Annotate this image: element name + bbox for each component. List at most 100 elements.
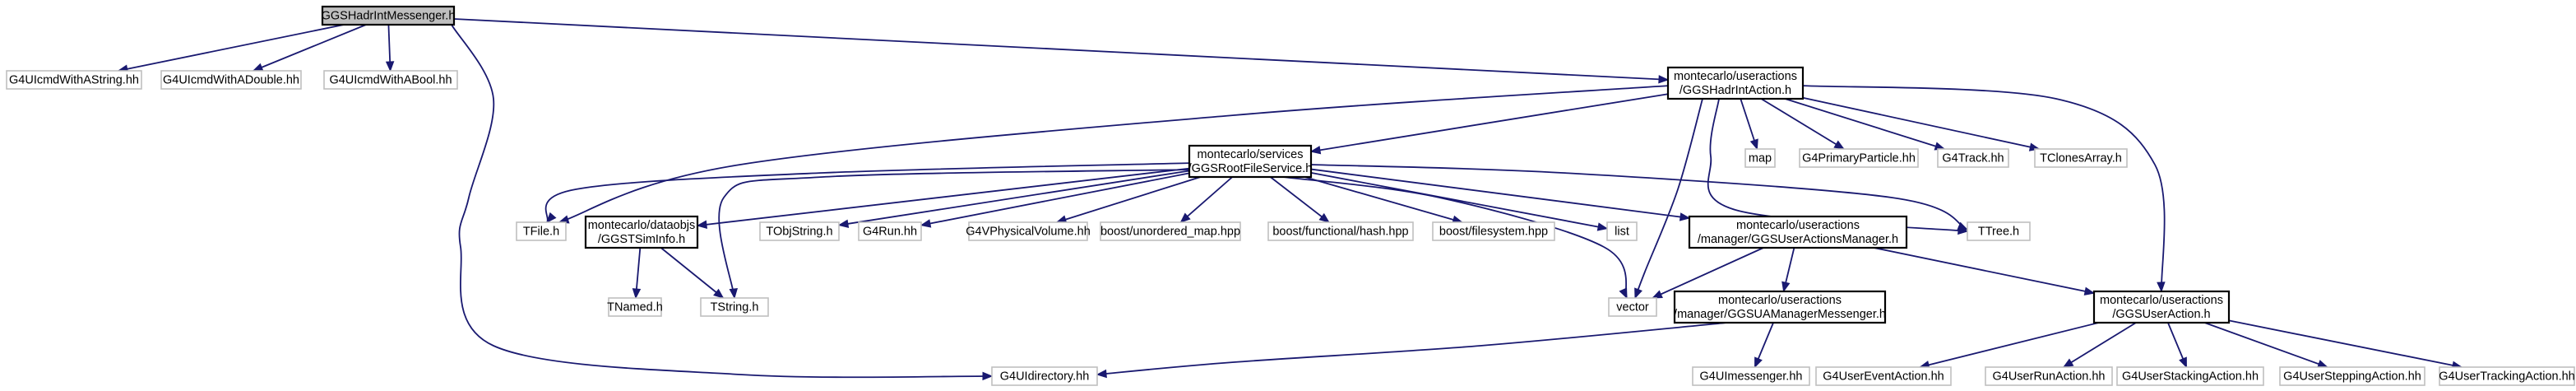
- node-map: map: [1744, 148, 1776, 168]
- edge-hadrintaction-to-rootfileservice-arrowhead: [1309, 146, 1322, 155]
- edge-uamanagermessenger-to-g4uimessenger-arrowhead: [1754, 356, 1763, 369]
- node-filesystem-box: [1432, 221, 1555, 241]
- node-runaction-box: [1985, 366, 2113, 386]
- node-trackingaction-label-line-1: G4UserTrackingAction.hh: [2439, 370, 2574, 384]
- node-actionsmanager-label-line-1: montecarlo/useractions: [1736, 219, 1860, 232]
- node-useraction-box: [2092, 290, 2231, 324]
- node-functionalhash-box: [1267, 221, 1414, 241]
- node-useraction-label-line-1: montecarlo/useractions: [2100, 294, 2223, 307]
- node-g4uimessenger: G4UImessenger.hh: [1692, 366, 1810, 386]
- node-rootfileservice[interactable]: montecarlo/services/GGSRootFileService.h: [1188, 144, 1313, 179]
- edge-root-to-uidouble-arrowhead: [252, 63, 264, 72]
- edge-root-to-g4uidirectory: [451, 24, 993, 379]
- node-uamanagermessenger[interactable]: montecarlo/useractions/manager/GGSUAMana…: [1673, 290, 1887, 324]
- node-tobjstring: TObjString.h: [759, 221, 840, 241]
- edge-actionsmanager-to-useraction-arrowhead: [2083, 286, 2096, 296]
- edge-rootfileservice-to-tstring-arrowhead: [729, 288, 738, 300]
- node-g4primary-box: [1799, 148, 1919, 168]
- node-g4uidirectory-label-line-1: G4UIdirectory.hh: [1000, 370, 1090, 384]
- node-actionsmanager[interactable]: montecarlo/useractions/manager/GGSUserAc…: [1688, 215, 1908, 249]
- node-filesystem-label-line-1: boost/filesystem.hpp: [1439, 226, 1548, 239]
- edge-actionsmanager-to-vector-arrowhead: [1652, 290, 1663, 299]
- node-g4primary: G4PrimaryParticle.hh: [1799, 148, 1919, 168]
- node-root-label-line-1: GGSHadrIntMessenger.h: [322, 10, 456, 23]
- node-simcinfo-label-line-2: /GGSTSimInfo.h: [598, 233, 685, 246]
- node-list-label-line-1: list: [1615, 226, 1629, 239]
- edge-rootfileservice-to-g4run: [920, 172, 1190, 226]
- node-uamanagermessenger-label-line-1: montecarlo/useractions: [1718, 294, 1842, 307]
- edge-hadrintaction-to-g4primary-arrowhead: [1833, 140, 1845, 150]
- edge-hadrintaction-to-g4track: [1785, 98, 1945, 150]
- edge-rootfileservice-to-actionsmanager: [1310, 168, 1690, 219]
- node-tclones: TClonesArray.h: [2034, 148, 2128, 168]
- edge-simcinfo-to-tnamed-arrowhead: [632, 288, 642, 300]
- node-tstring: TString.h: [700, 297, 769, 317]
- edge-root-to-hadrintaction-arrowhead: [1658, 75, 1670, 84]
- node-root[interactable]: GGSHadrIntMessenger.h: [322, 5, 456, 26]
- node-g4vphys-label-line-1: G4VPhysicalVolume.hh: [966, 226, 1091, 239]
- edge-root-to-uistring: [118, 24, 345, 72]
- node-uibool-label-line-1: G4UIcmdWithABool.hh: [329, 74, 452, 87]
- edge-useraction-to-trackingaction: [2228, 319, 2462, 368]
- edge-simcinfo-to-tstring-arrowhead: [713, 288, 725, 299]
- edge-rootfileservice-to-vector-arrowhead: [1619, 287, 1628, 300]
- node-uidouble: G4UIcmdWithADouble.hh: [160, 70, 302, 90]
- node-g4uimessenger-box: [1692, 366, 1810, 386]
- edge-hadrintaction-to-useraction-arrowhead: [2157, 282, 2166, 293]
- edge-useraction-to-runaction: [2063, 322, 2137, 368]
- edge-rootfileservice-to-functionalhash: [1270, 176, 1330, 223]
- edge-rootfileservice-to-tfile-arrowhead: [546, 212, 557, 223]
- node-eventaction-label-line-1: G4UserEventAction.hh: [1823, 370, 1944, 384]
- edge-actionsmanager-to-vector: [1652, 247, 1764, 299]
- edge-hadrintaction-to-map-arrowhead: [1749, 138, 1758, 151]
- node-g4run-box: [858, 221, 922, 241]
- node-hadrintaction[interactable]: montecarlo/useractions/GGSHadrIntAction.…: [1666, 66, 1805, 100]
- edge-rootfileservice-to-ttree: [1310, 164, 1968, 230]
- node-simcinfo-box: [584, 215, 699, 249]
- node-tnamed-box: [608, 297, 662, 317]
- node-hadrintaction-box: [1666, 66, 1805, 100]
- edge-root-to-uidouble: [253, 24, 367, 72]
- node-tfile-label-line-1: TFile.h: [523, 226, 559, 239]
- edges-layer: [117, 18, 2463, 381]
- node-ttree-label-line-1: TTree.h: [1978, 226, 2019, 239]
- node-uistring-label-line-1: G4UIcmdWithAString.hh: [9, 74, 139, 87]
- node-useraction[interactable]: montecarlo/useractions/GGSUserAction.h: [2092, 290, 2231, 324]
- edge-uamanagermessenger-to-g4uidirectory-arrowhead: [1096, 369, 1107, 379]
- edge-hadrintaction-to-useraction: [1800, 85, 2166, 292]
- node-vector-box: [1608, 297, 1657, 317]
- edge-rootfileservice-to-list: [1310, 172, 1608, 230]
- edge-hadrintaction-to-g4primary: [1760, 98, 1845, 150]
- edge-root-to-hadrintaction: [453, 18, 1669, 81]
- node-list-box: [1606, 221, 1638, 241]
- node-tnamed: TNamed.h: [607, 297, 663, 317]
- node-uistring-box: [6, 70, 142, 90]
- node-simcinfo[interactable]: montecarlo/dataobjs/GGSTSimInfo.h: [584, 215, 699, 249]
- edge-root-to-uibool-arrowhead: [385, 61, 395, 72]
- node-vector: vector: [1608, 297, 1657, 317]
- node-tclones-box: [2034, 148, 2128, 168]
- node-uamanagermessenger-label-line-2: /manager/GGSUAManagerMessenger.h: [1674, 308, 1886, 321]
- node-g4primary-label-line-1: G4PrimaryParticle.hh: [1802, 152, 1916, 165]
- edge-simcinfo-to-tstring: [660, 247, 724, 299]
- node-map-box: [1744, 148, 1776, 168]
- node-actionsmanager-box: [1688, 215, 1908, 249]
- node-unorderedmap-box: [1100, 221, 1241, 241]
- edge-rootfileservice-to-functionalhash-arrowhead: [1318, 212, 1330, 223]
- edge-rootfileservice-to-g4vphys: [1056, 176, 1201, 223]
- node-tstring-label-line-1: TString.h: [711, 301, 759, 314]
- node-functionalhash-label-line-1: boost/functional/hash.hpp: [1272, 226, 1408, 239]
- edge-hadrintaction-to-vector: [1634, 98, 1703, 299]
- edge-useraction-to-stackingaction-arrowhead: [2179, 356, 2187, 369]
- node-simcinfo-label-line-1: montecarlo/dataobjs: [588, 219, 696, 232]
- node-unorderedmap: boost/unordered_map.hpp: [1100, 221, 1241, 241]
- node-g4track-label-line-1: G4Track.hh: [1942, 152, 2004, 165]
- node-unorderedmap-label-line-1: boost/unordered_map.hpp: [1100, 226, 1240, 239]
- edge-rootfileservice-to-tobjstring: [838, 170, 1190, 226]
- node-uibool: G4UIcmdWithABool.hh: [323, 70, 458, 90]
- node-uidouble-label-line-1: G4UIcmdWithADouble.hh: [163, 74, 299, 87]
- node-g4uidirectory-box: [991, 366, 1098, 386]
- node-hadrintaction-label-line-2: /GGSHadrIntAction.h: [1679, 84, 1791, 97]
- edge-rootfileservice-to-simcinfo: [697, 167, 1190, 226]
- node-uistring: G4UIcmdWithAString.hh: [6, 70, 142, 90]
